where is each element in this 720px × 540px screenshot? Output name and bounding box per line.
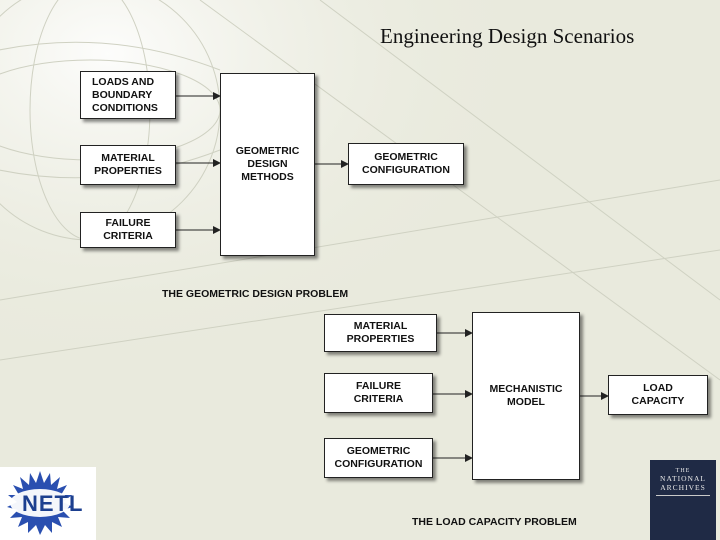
loads-boundary-conditions-box: LOADS AND BOUNDARY CONDITIONS (80, 71, 176, 119)
material-properties-box-2: MATERIAL PROPERTIES (324, 314, 437, 352)
mechanistic-model-box: MECHANISTIC MODEL (472, 312, 580, 480)
archives-logo-the: THE (675, 468, 691, 474)
failure-criteria-box: FAILURE CRITERIA (80, 212, 176, 248)
geometric-design-caption: THE GEOMETRIC DESIGN PROBLEM (162, 288, 349, 300)
load-capacity-caption: THE LOAD CAPACITY PROBLEM (412, 516, 577, 528)
netl-starburst-icon (7, 471, 73, 535)
archives-logo-rule (656, 495, 710, 496)
archives-logo-name: NATIONAL ARCHIVES (660, 474, 706, 492)
netl-logo: NETL (0, 467, 96, 540)
geometric-configuration-input-box: GEOMETRIC CONFIGURATION (324, 438, 433, 478)
netl-logo-text: NETL (22, 491, 84, 516)
load-capacity-output-box: LOAD CAPACITY (608, 375, 708, 415)
geometric-configuration-output-box: GEOMETRIC CONFIGURATION (348, 143, 464, 185)
slide-title: Engineering Design Scenarios (380, 24, 635, 48)
geometric-design-methods-box: GEOMETRIC DESIGN METHODS (220, 73, 315, 256)
material-properties-box: MATERIAL PROPERTIES (80, 145, 176, 185)
national-archives-logo: THE NATIONAL ARCHIVES (650, 460, 716, 540)
failure-criteria-box-2: FAILURE CRITERIA (324, 373, 433, 413)
